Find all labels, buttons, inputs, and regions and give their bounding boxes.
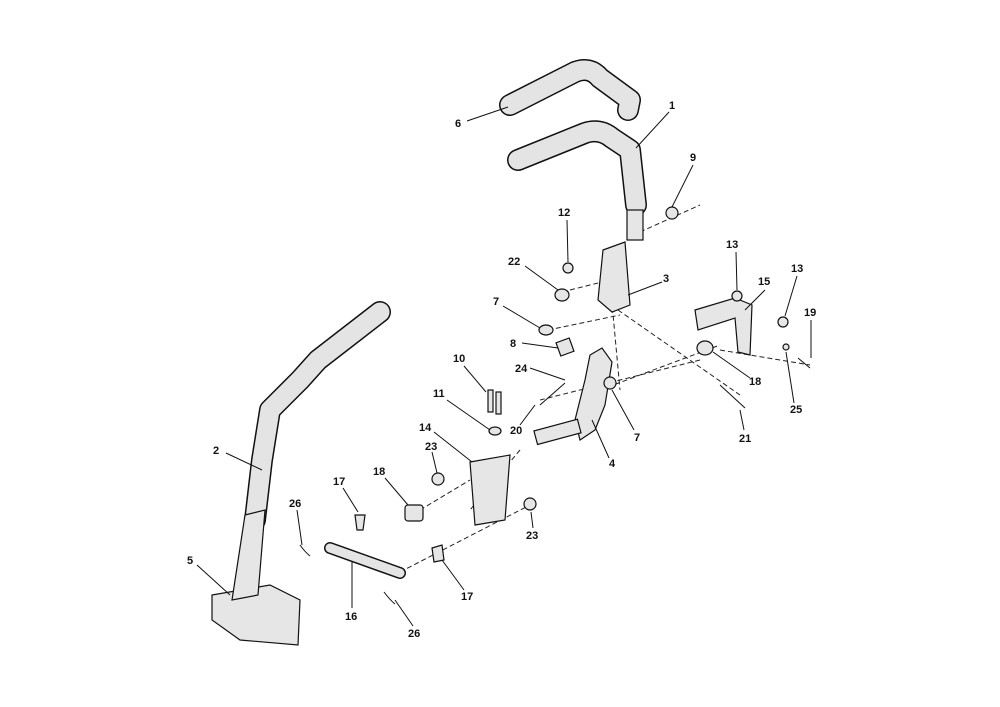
hardware [299,206,811,605]
callout-23b: 23 [526,530,538,542]
callout-7a: 7 [493,296,499,308]
callout-17a: 17 [333,476,345,488]
callout-15: 15 [758,276,770,288]
part-1-handle [507,120,647,241]
callout-1: 1 [669,100,675,112]
callout-8: 8 [510,338,516,350]
callout-22: 22 [508,256,520,268]
callout-21: 21 [739,433,751,445]
leader-lines [196,106,812,627]
part-4-lever-arm [574,347,613,441]
part-16-gas-spring [324,542,406,579]
callout-10: 10 [453,353,465,365]
callout-labels: 6 1 9 12 22 3 13 13 15 19 7 8 10 24 18 1… [187,100,816,640]
part-14-plate [469,454,511,526]
callout-13a: 13 [726,239,738,251]
callout-9: 9 [690,152,696,164]
callout-6: 6 [455,118,461,130]
callout-17b: 17 [461,591,473,603]
callout-2: 2 [213,445,219,457]
callout-20: 20 [510,425,522,437]
callout-14: 14 [419,422,432,434]
callout-26b: 26 [408,628,420,640]
part-6-handle-grip [499,59,641,121]
callout-18a: 18 [749,376,761,388]
callout-26a: 26 [289,498,301,510]
callout-11: 11 [433,388,445,400]
callout-4: 4 [609,458,616,470]
callout-23a: 23 [425,441,437,453]
callout-5: 5 [187,555,193,567]
callout-19: 19 [804,307,816,319]
part-3-bracket [597,241,631,313]
callout-3: 3 [663,273,669,285]
callout-25: 25 [790,404,802,416]
callout-12: 12 [558,207,570,219]
callout-24: 24 [515,363,528,375]
callout-13b: 13 [791,263,803,275]
callout-7b: 7 [634,432,640,444]
part-2-handle [244,301,391,531]
part-4-shaft [533,418,582,446]
callout-16: 16 [345,611,357,623]
part-5-arm [231,509,266,601]
callout-18b: 18 [373,466,385,478]
